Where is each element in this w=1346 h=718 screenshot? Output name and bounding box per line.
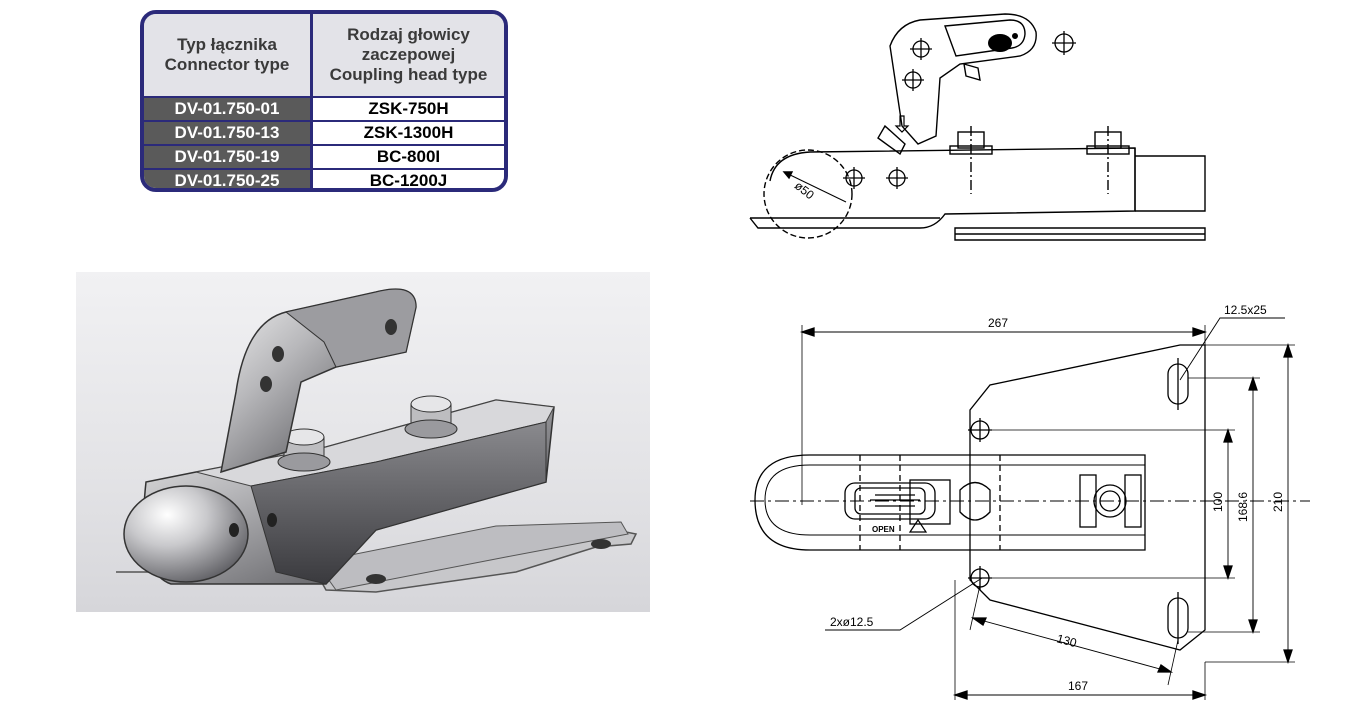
connector-code: DV-01.750-01 [144, 96, 313, 121]
handle-rivet [260, 376, 272, 392]
table-row: DV-01.750-01 ZSK-750H [144, 96, 504, 121]
connector-code: DV-01.750-19 [144, 144, 313, 169]
coupling-head: ZSK-1300H [311, 120, 504, 145]
warning-icon [908, 518, 928, 533]
dim-130: 130 [1055, 631, 1078, 650]
coupling-head: BC-800I [311, 144, 504, 169]
dim-100: 100 [1211, 492, 1225, 512]
table-header-row: Typ łącznika Connector type Rodzaj głowi… [144, 14, 504, 97]
coupling-head-photo [76, 272, 650, 612]
base-plate [954, 227, 1206, 241]
side-view-drawing: ø50 [749, 13, 1206, 241]
flange-hole [366, 574, 386, 584]
arrow-down-icon [894, 115, 910, 133]
header-connector-type: Typ łącznika Connector type [144, 14, 313, 97]
side-hole [229, 523, 239, 537]
handle-pivot-icon [843, 31, 1076, 189]
handle-grip [284, 288, 417, 368]
dim-167: 167 [1068, 679, 1088, 693]
side-hole [267, 513, 277, 527]
table-row: DV-01.750-13 ZSK-1300H [144, 120, 504, 145]
connector-code: DV-01.750-25 [144, 168, 313, 188]
coupling-head: BC-1200J [311, 168, 504, 188]
trigger [877, 124, 906, 156]
dim-holes: 2xø12.5 [830, 615, 874, 629]
body-side [250, 421, 547, 585]
table-row: DV-01.750-19 BC-800I [144, 144, 504, 169]
header-line: Rodzaj głowicy [347, 25, 470, 44]
header-coupling-head-type: Rodzaj głowicy zaczepowej Coupling head … [311, 14, 504, 97]
ball-circle [763, 149, 853, 239]
header-line: Coupling head type [329, 65, 488, 84]
lever-pin [959, 481, 991, 521]
ball-socket-dome [123, 485, 249, 583]
handle-rivet [272, 346, 284, 362]
spec-table: Typ łącznika Connector type Rodzaj głowi… [140, 10, 508, 192]
bolt [404, 395, 458, 439]
handle-inner [944, 19, 1026, 57]
flange-hole [591, 539, 611, 549]
header-line: zaczepowej [361, 45, 456, 64]
open-label: OPEN [872, 525, 895, 534]
bolt [277, 428, 331, 472]
top-view-drawing: OPEN 267 12.5x25 100 168.6 210 2xø12.5 1… [750, 303, 1310, 700]
flange-extension [315, 521, 629, 591]
header-line: Connector type [164, 55, 290, 74]
handle-rivet [385, 319, 397, 335]
dim-slot: 12.5x25 [1224, 303, 1267, 317]
body-top-outline [754, 454, 1146, 551]
dim-210: 210 [1271, 492, 1285, 512]
latch-tab [963, 63, 981, 81]
header-line: Typ łącznika [177, 35, 277, 54]
ball-diameter-label: ø50 [792, 178, 817, 202]
handle-outline [889, 13, 1037, 145]
dim-168-6: 168.6 [1236, 492, 1250, 522]
dim-length: 267 [988, 316, 1008, 330]
coupling-head: ZSK-750H [311, 96, 504, 121]
flange-outline [969, 344, 1206, 651]
connector-code: DV-01.750-13 [144, 120, 313, 145]
body-outline [749, 147, 1136, 229]
brand-logo [988, 34, 1012, 52]
spec-table-grid: Typ łącznika Connector type Rodzaj głowi… [144, 14, 504, 188]
table-row: DV-01.750-25 BC-1200J [144, 168, 504, 188]
